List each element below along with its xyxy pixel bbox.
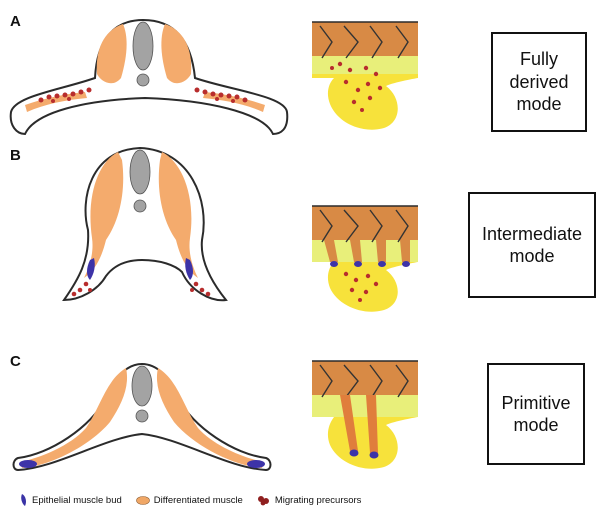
legend-item-migrating-precursors: Migrating precursors — [257, 495, 362, 506]
panel-b-limb-detail — [310, 200, 420, 315]
mode-box-primitive: Primitive mode — [487, 363, 585, 465]
neural-tube-c — [132, 366, 152, 406]
bud-right-c — [247, 460, 265, 468]
somite-band-c — [312, 395, 418, 417]
panel-c-limb-detail — [310, 355, 420, 475]
panel-label-b: B — [10, 148, 21, 163]
legend-item-differentiated-muscle: Differentiated muscle — [136, 495, 243, 506]
somite-band-a — [312, 56, 418, 74]
migrating-precursors-icon — [257, 495, 271, 506]
epithelial-muscle-bud-icon — [20, 494, 28, 506]
bud-left-c — [19, 460, 37, 468]
neural-tube-a — [133, 22, 153, 70]
legend-label-epithelial-bud: Epithelial muscle bud — [32, 495, 122, 506]
mode-box-intermediate: Intermediate mode — [468, 192, 596, 298]
neural-tube-b — [130, 150, 150, 194]
notochord-c — [136, 410, 148, 422]
panel-c-cross-section — [10, 358, 280, 478]
legend-label-differentiated-muscle: Differentiated muscle — [154, 495, 243, 506]
legend-label-migrating-precursors: Migrating precursors — [275, 495, 362, 506]
legend-item-epithelial-bud: Epithelial muscle bud — [20, 494, 122, 506]
legend: Epithelial muscle bud Differentiated mus… — [20, 494, 361, 506]
mode-box-fully-derived: Fully derived mode — [491, 32, 587, 132]
panel-b-cross-section — [50, 140, 250, 315]
panel-a-limb-detail — [310, 18, 420, 133]
notochord-a — [137, 74, 149, 86]
notochord-b — [134, 200, 146, 212]
differentiated-muscle-icon — [136, 496, 150, 505]
panel-a-cross-section — [5, 8, 295, 143]
